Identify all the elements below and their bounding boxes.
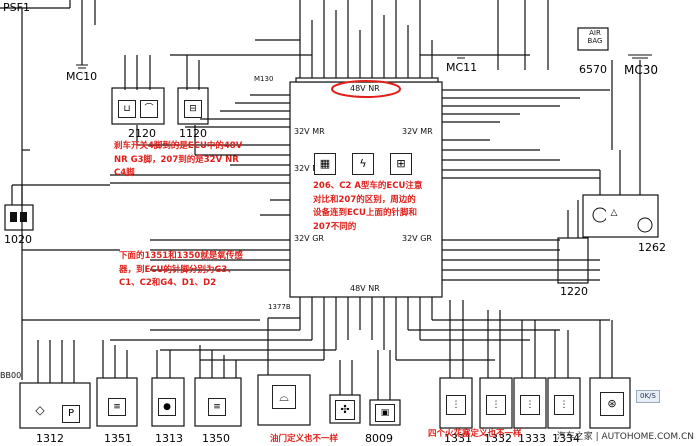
component-1333: 1333 [518, 432, 546, 445]
o2-sensor-icon: ≡ [108, 398, 126, 416]
coil-1-icon: ⋮ [446, 395, 466, 415]
pump-icon: ⊛ [600, 392, 624, 416]
pedal-icon: ⌒ [140, 100, 158, 118]
component-bb00: BB00 [0, 371, 22, 380]
supply-label-mc11: MC11 [446, 61, 478, 74]
component-1351: 1351 [104, 432, 132, 445]
supply-label-mc10: MC10 [66, 70, 98, 83]
coil-3-icon: ⋮ [520, 395, 540, 415]
coil-2-icon: ⋮ [486, 395, 506, 415]
triangle-icon: △ [606, 205, 622, 221]
annotation-center: 206、C2 A型车的ECU注意对比和207的区别，周边的设备连到ECU上面的针… [313, 181, 423, 232]
ecu-mr-right: 32V MR [402, 127, 433, 136]
ecu-top-label: 48V NR [350, 84, 380, 93]
annotation-brake: 刹车开关4脚到的是ECU中的48V NR G3脚，207到的是32V NR C4… [114, 141, 243, 179]
brake-switch-icon: ⊔ [118, 100, 136, 118]
ecu-nr-left: 32V NR [294, 164, 324, 173]
annotation-o2: 下面的1351和1350就是氧传感器，到ECU的针脚分别为G3、C1、C2和G4… [119, 251, 243, 289]
fuse-label: PSF1 [3, 1, 30, 14]
supply-label-mc30: MC30 [624, 63, 659, 77]
zoom-badge[interactable]: 0K/S [636, 390, 660, 403]
temp-sensor-icon: ● [158, 398, 176, 416]
throttle-icon: ⌓ [272, 385, 296, 409]
component-1334: 1334 [552, 432, 580, 445]
ecu-mr-left: 32V MR [294, 127, 325, 136]
component-2120: 2120 [128, 127, 156, 140]
annotation-fuel: 油门定义也不一样 [270, 434, 339, 444]
component-6570: 6570 [579, 63, 607, 76]
ecu-left-connector: M130 [254, 75, 274, 83]
watermark: 汽车之家 | AUTOHOME.COM.CN [556, 432, 694, 442]
spark-icon: ϟ [352, 153, 374, 175]
component-1312: 1312 [36, 432, 64, 445]
highlight-ellipse [331, 80, 401, 98]
relay-icon: ▣ [375, 404, 395, 422]
component-1313: 1313 [155, 432, 183, 445]
ecu-bottom-connector: 1377B [268, 303, 291, 311]
o2-sensor-2-icon: ≡ [208, 398, 226, 416]
component-1332: 1332 [484, 432, 512, 445]
airbag-label: AIR BAG [587, 29, 603, 45]
coil-icon: ▦ [314, 153, 336, 175]
sensor-icon: ⊟ [184, 100, 202, 118]
injector-icon: ⊞ [390, 153, 412, 175]
component-1220: 1220 [560, 285, 588, 298]
component-1350: 1350 [202, 432, 230, 445]
ecu-gr-right: 32V GR [402, 234, 432, 243]
component-1331: 1331 [444, 432, 472, 445]
component-1262: 1262 [638, 241, 666, 254]
component-8009: 8009 [365, 432, 393, 445]
component-1120: 1120 [179, 127, 207, 140]
component-1020: 1020 [4, 233, 32, 246]
ecu-gr-left: 32V GR [294, 234, 324, 243]
annotation-spark: 四个火花塞定义也不一样 [428, 429, 522, 439]
ecu-bottom-label: 48V NR [350, 284, 380, 293]
parking-icon: P [62, 405, 80, 423]
coil-4-icon: ⋮ [554, 395, 574, 415]
diode-bridge-icon: ◇ [30, 400, 50, 420]
fan-icon: ✣ [335, 400, 355, 420]
